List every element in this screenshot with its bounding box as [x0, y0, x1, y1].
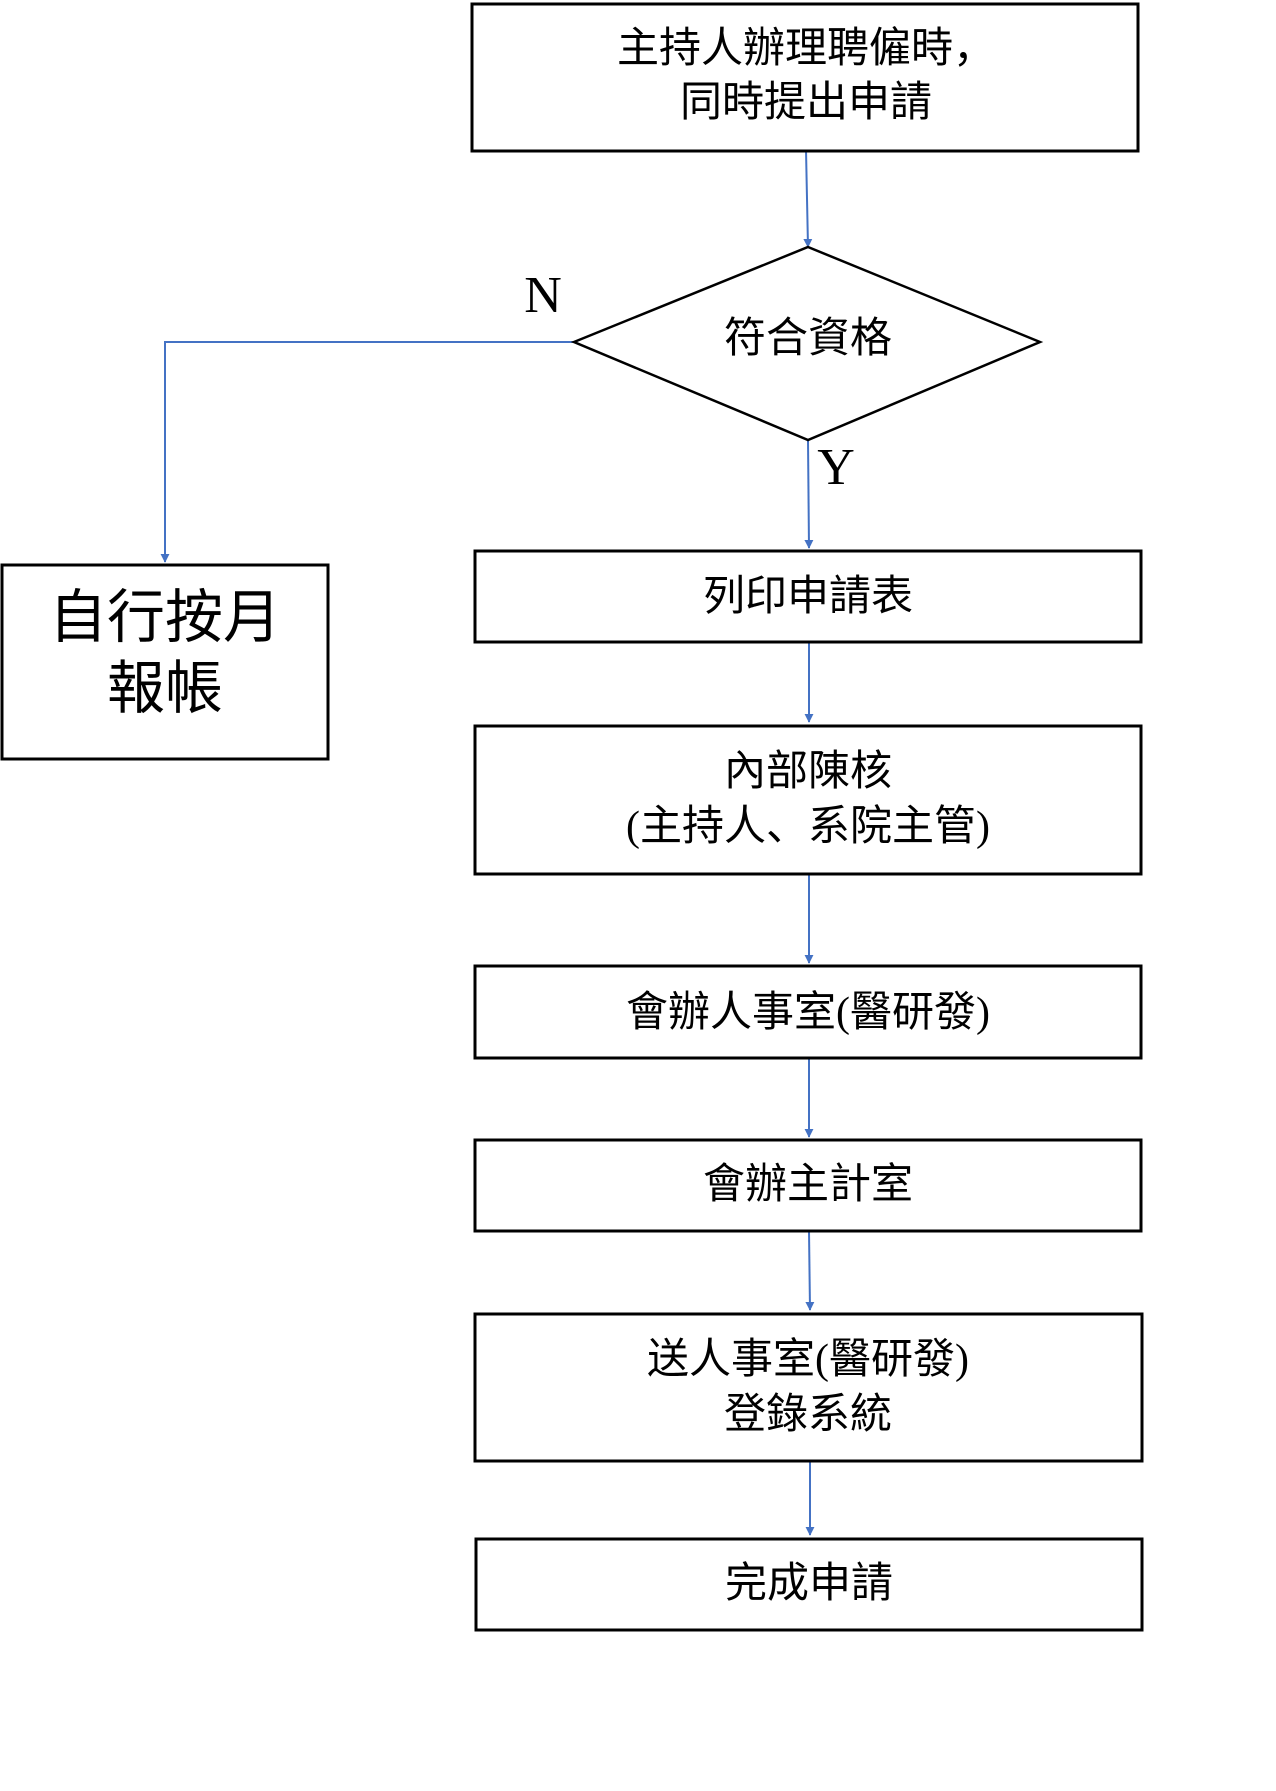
node-print-form: 列印申請表 [473, 549, 1143, 644]
node-no-branch-line2: 報帳 [107, 656, 223, 721]
node-internal-review-line1: 內部陳核 [724, 749, 892, 795]
node-start: 主持人辦理聘僱時， 同時提出申請 [470, 2, 1140, 153]
node-start-line1: 主持人辦理聘僱時， [617, 25, 995, 72]
node-hr-register-line1: 送人事室(醫研發) [647, 1336, 969, 1383]
branch-label-yes: Y [817, 439, 855, 496]
node-accounting-cosign: 會辦主計室 [473, 1138, 1143, 1233]
node-hr-cosign-label: 會辦人事室(醫研發) [626, 989, 990, 1036]
node-no-branch-line1: 自行按月 [49, 585, 281, 650]
node-no-branch: 自行按月 報帳 [0, 563, 330, 761]
node-hr-register-line2: 登錄系統 [724, 1391, 892, 1438]
node-start-line2: 同時提出申請 [680, 80, 932, 126]
edge-accounting-to-register [805, 1230, 815, 1311]
node-decision: 符合資格 [570, 245, 1044, 442]
node-print-form-label: 列印申請表 [703, 574, 913, 620]
node-complete: 完成申請 [474, 1537, 1144, 1632]
node-hr-register: 送人事室(醫研發) 登錄系統 [473, 1312, 1144, 1463]
edge-start-to-decision [803, 149, 813, 248]
node-decision-label: 符合資格 [724, 316, 892, 362]
node-accounting-cosign-label: 會辦主計室 [703, 1161, 913, 1208]
node-internal-review-line2: (主持人、系院主管) [626, 803, 990, 850]
node-hr-cosign: 會辦人事室(醫研發) [473, 964, 1143, 1060]
edge-decision-no [160, 341, 574, 563]
node-internal-review: 內部陳核 (主持人、系院主管) [473, 724, 1143, 876]
node-complete-label: 完成申請 [725, 1560, 893, 1607]
edge-decision-yes [804, 439, 814, 549]
branch-label-no: N [524, 267, 562, 324]
